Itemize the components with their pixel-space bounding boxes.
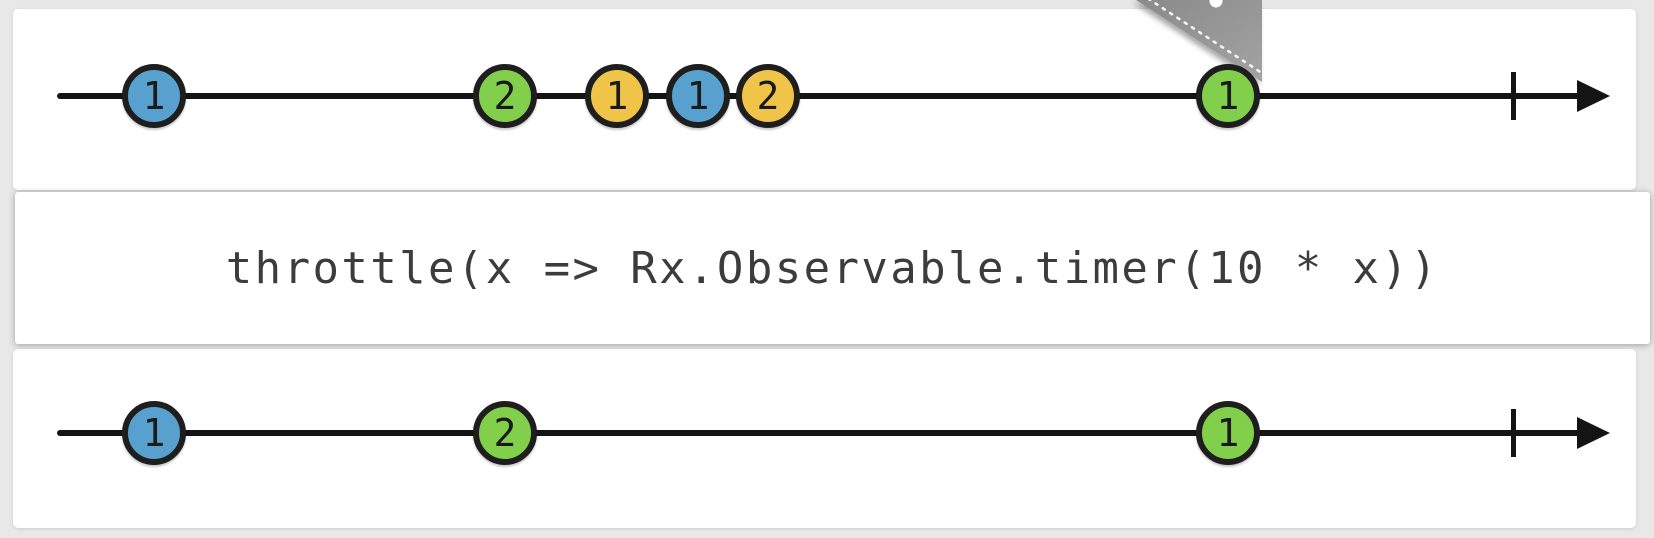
operator-card: throttle(x => Rx.Observable.timer(10 * x…: [15, 192, 1650, 344]
input-timeline-card: [13, 9, 1636, 190]
ribbon-dot: [1209, 0, 1223, 8]
operator-label: throttle(x => Rx.Observable.timer(10 * x…: [225, 242, 1440, 294]
ribbon-stitch-line: [1147, 0, 1270, 79]
input-timeline-line: [57, 93, 1597, 99]
marble-orange-2[interactable]: 2: [736, 64, 800, 128]
input-arrowhead-icon: [1577, 80, 1610, 112]
ribbon-shape: [1136, 0, 1270, 82]
output-timeline-line: [57, 430, 1597, 436]
marble-green-2: 2: [473, 401, 537, 465]
marble-blue-1[interactable]: 1: [666, 64, 730, 128]
input-complete-marker[interactable]: [1511, 72, 1516, 120]
output-arrowhead-icon: [1577, 417, 1610, 449]
github-corner-ribbon[interactable]: [0, 0, 1654, 140]
marble-orange-1[interactable]: 1: [585, 64, 649, 128]
marble-green-2[interactable]: 2: [473, 64, 537, 128]
marble-green-1[interactable]: 1: [1196, 64, 1260, 128]
output-complete-marker: [1511, 409, 1516, 457]
marble-blue-1: 1: [122, 401, 186, 465]
marble-blue-1[interactable]: 1: [122, 64, 186, 128]
output-timeline-card: [13, 349, 1636, 528]
marble-green-1: 1: [1196, 401, 1260, 465]
